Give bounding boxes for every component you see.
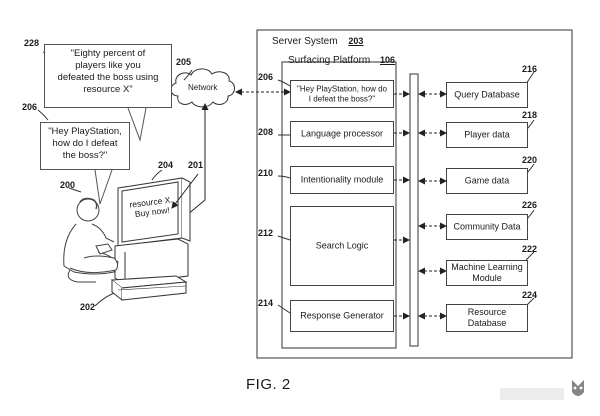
db-community-box: Community Data	[446, 214, 528, 240]
module-intentionality-ref: 210	[258, 168, 274, 178]
tv-arrow-ref: 201	[188, 160, 204, 170]
db-ml-box: Machine Learning Module	[446, 260, 528, 286]
query-line-2: how do I defeat	[52, 137, 118, 149]
db-game-ref: 220	[522, 155, 538, 165]
server-system-label: Server System	[272, 36, 338, 47]
query-callout: "Hey PlayStation, how do I defeat the bo…	[40, 122, 130, 170]
db-resource-line-2: Database	[467, 318, 507, 328]
module-query-line-1: "Hey PlayStation, how do	[297, 84, 387, 94]
module-response-generator-box: Response Generator	[290, 300, 394, 332]
tv-screen-ref: 204	[158, 160, 174, 170]
response-line-2: players like you	[75, 59, 141, 71]
response-callout-ref: 228	[24, 38, 40, 48]
data-bus	[409, 73, 419, 347]
response-callout: "Eighty percent of players like you defe…	[44, 44, 172, 108]
surfacing-platform-box	[281, 61, 397, 349]
module-intentionality-label: Intentionality module	[300, 174, 384, 185]
console-ref: 202	[80, 302, 96, 312]
db-ml-line-1: Machine Learning	[451, 262, 523, 273]
db-player-label: Player data	[464, 129, 510, 140]
surfacing-platform-title: Surfacing Platform 106	[288, 55, 395, 67]
db-query-label: Query Database	[454, 89, 520, 100]
surfacing-platform-label: Surfacing Platform	[288, 55, 371, 66]
network-label: Network	[188, 83, 218, 92]
module-query-ref: 206	[258, 72, 274, 82]
module-response-generator-label: Response Generator	[300, 310, 384, 321]
module-query-box: "Hey PlayStation, how do I defeat the bo…	[290, 80, 394, 108]
query-line-3: the boss?"	[62, 149, 108, 161]
surfacing-platform-ref: 106	[380, 55, 396, 65]
query-callout-ref: 206	[22, 102, 38, 112]
response-line-4: resource X"	[83, 83, 133, 95]
module-language-processor-ref: 208	[258, 127, 274, 137]
figure-label: FIG. 2	[246, 376, 291, 393]
db-ml-line-2: Module	[472, 273, 502, 283]
user-illustration	[63, 197, 119, 283]
db-resource-line-1: Resource	[467, 307, 507, 318]
db-resource-ref: 224	[522, 290, 538, 300]
network-cloud	[170, 68, 235, 108]
watermark	[500, 380, 584, 400]
module-search-logic-ref: 212	[258, 228, 274, 238]
module-response-generator-ref: 214	[258, 298, 274, 308]
console-illustration	[110, 275, 188, 302]
db-player-ref: 218	[522, 110, 538, 120]
db-query-ref: 216	[522, 64, 538, 74]
db-player-box: Player data	[446, 122, 528, 148]
user-ref: 200	[60, 180, 76, 190]
module-search-logic-box: Search Logic	[290, 206, 394, 286]
response-line-1: "Eighty percent of	[70, 48, 146, 59]
db-query-box: Query Database	[446, 82, 528, 108]
module-search-logic-label: Search Logic	[315, 240, 369, 251]
db-community-ref: 226	[522, 200, 538, 210]
tv-illustration	[114, 173, 199, 285]
module-language-processor-box: Language processor	[290, 121, 394, 147]
server-system-title: Server System 203	[272, 36, 363, 48]
db-ml-ref: 222	[522, 244, 538, 254]
module-query-line-2: I defeat the boss?"	[308, 94, 376, 103]
module-query-label: "Hey PlayStation, how do I defeat the bo…	[291, 84, 393, 103]
db-community-label: Community Data	[453, 221, 521, 232]
module-language-processor-label: Language processor	[300, 128, 384, 139]
response-line-3: defeated the boss using	[57, 71, 159, 83]
module-intentionality-box: Intentionality module	[290, 166, 394, 194]
db-resource-box: Resource Database	[446, 304, 528, 332]
db-resource-label: Resource Database	[447, 307, 527, 329]
server-system-box	[256, 29, 573, 359]
network-ref: 205	[176, 57, 192, 67]
db-game-box: Game data	[446, 168, 528, 194]
db-ml-label: Machine Learning Module	[447, 262, 527, 284]
query-line-1: "Hey PlayStation,	[48, 126, 122, 137]
server-system-ref: 203	[348, 36, 364, 46]
db-game-label: Game data	[464, 175, 510, 186]
